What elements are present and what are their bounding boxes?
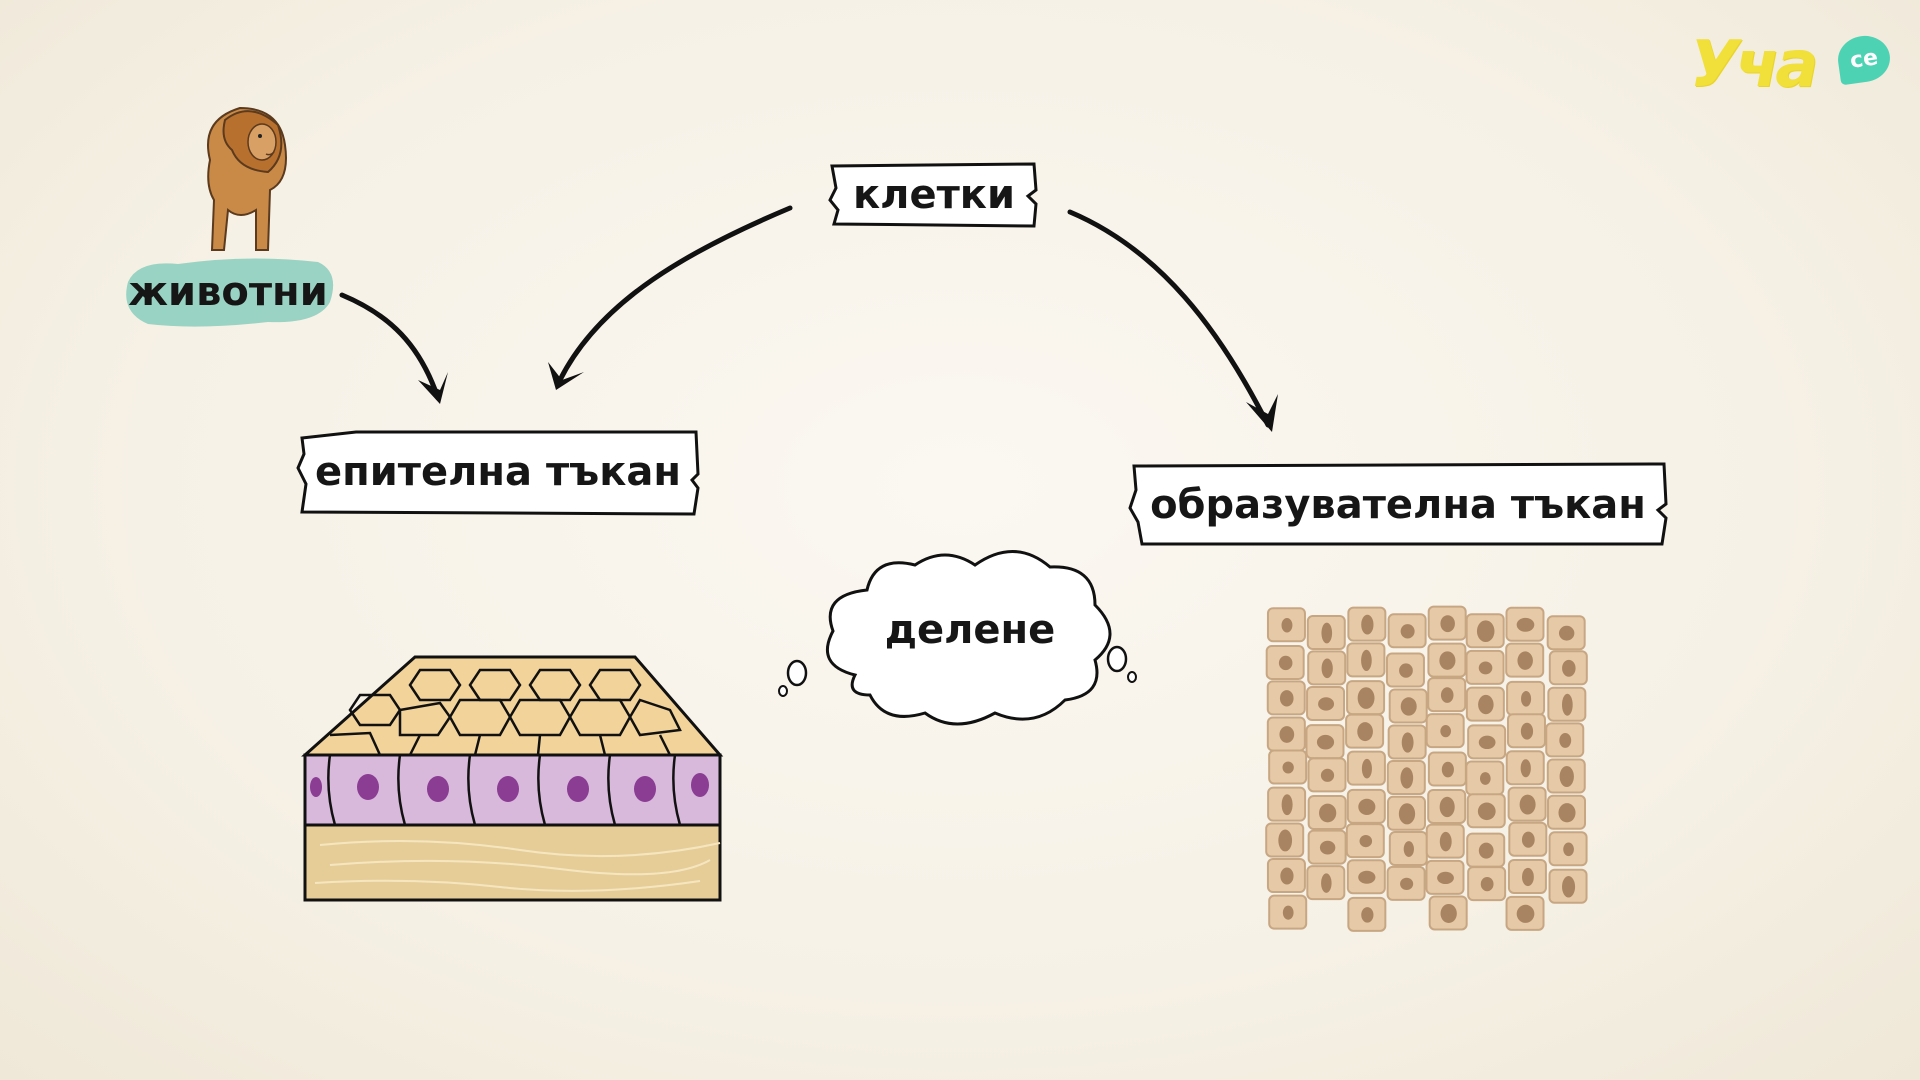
formative-nucleus xyxy=(1282,761,1294,774)
formative-nucleus xyxy=(1279,726,1295,743)
formative-nucleus xyxy=(1559,732,1572,748)
formative-nucleus xyxy=(1517,651,1533,670)
formative-nucleus xyxy=(1439,796,1455,818)
formative-nucleus xyxy=(1440,615,1455,633)
formative-nucleus xyxy=(1400,877,1414,891)
formative-nucleus xyxy=(1361,614,1374,635)
arrowhead-1 xyxy=(418,372,448,404)
formative-nucleus xyxy=(1478,694,1494,715)
epithelial-tissue-illustration xyxy=(301,655,724,902)
formative-tissue-illustration xyxy=(1265,605,1588,932)
formative-nucleus xyxy=(1522,867,1534,887)
logo-text: Уча xyxy=(1690,28,1818,102)
cells-text: клетки xyxy=(853,172,1015,218)
formative-nucleus xyxy=(1321,622,1333,644)
formative-nucleus xyxy=(1279,690,1294,707)
formative-nucleus xyxy=(1278,829,1293,852)
formative-nucleus xyxy=(1478,661,1493,675)
animals-text: животни xyxy=(128,269,328,315)
lion-icon xyxy=(207,106,287,251)
formative-nucleus xyxy=(1359,835,1373,848)
formative-nucleus xyxy=(1519,794,1536,815)
formative-nucleus xyxy=(1479,772,1491,785)
formative-nucleus xyxy=(1319,803,1337,823)
epithelial-label: епителна тъкан xyxy=(296,424,700,520)
formative-nucleus xyxy=(1480,876,1494,892)
formative-nucleus xyxy=(1521,691,1532,707)
formative-nucleus xyxy=(1558,803,1576,823)
arrowhead-2 xyxy=(548,362,584,390)
division-text: делене xyxy=(884,607,1056,653)
formative-nucleus xyxy=(1476,620,1495,643)
formative-nucleus xyxy=(1441,761,1454,778)
formative-nucleus xyxy=(1520,722,1534,740)
formative-nucleus xyxy=(1398,803,1416,825)
cells-label: клетки xyxy=(828,160,1040,230)
formative-nucleus xyxy=(1561,693,1573,716)
formative-nucleus xyxy=(1319,840,1336,855)
formative-nucleus xyxy=(1281,794,1293,816)
formative-nucleus xyxy=(1278,655,1293,671)
formative-nucleus xyxy=(1516,904,1535,923)
division-cloud: делене xyxy=(775,535,1145,735)
formative-nucleus xyxy=(1439,651,1456,670)
formative-nucleus xyxy=(1357,687,1375,709)
formative-nucleus xyxy=(1558,625,1575,641)
formative-nucleus xyxy=(1401,732,1414,753)
formative-nucleus xyxy=(1516,617,1535,632)
logo: Уча се xyxy=(1690,20,1900,110)
thought-cloud-icon xyxy=(778,550,1137,726)
arrow-cells-to-formative xyxy=(1067,209,1271,428)
arrow-cells-to-epithelial xyxy=(557,205,793,383)
highlight-blob xyxy=(126,258,334,327)
arrowhead-3 xyxy=(1246,394,1278,432)
formative-nucleus xyxy=(1400,624,1415,639)
epithelial-text: епителна тъкан xyxy=(315,449,681,495)
formative-nucleus xyxy=(1318,697,1335,711)
formative-nucleus xyxy=(1403,841,1414,858)
formative-nucleus xyxy=(1361,649,1372,672)
formative-nucleus xyxy=(1321,873,1332,893)
formative-nucleus xyxy=(1282,905,1294,920)
formative-nucleus xyxy=(1562,659,1576,677)
formative-nucleus xyxy=(1440,903,1457,924)
formative-label: образувателна тъкан xyxy=(1128,460,1668,550)
formative-nucleus xyxy=(1281,618,1293,633)
formative-nucleus xyxy=(1361,758,1372,779)
formative-nucleus xyxy=(1440,725,1452,738)
arrow-animals-to-epithelial xyxy=(339,292,441,401)
formative-nucleus xyxy=(1478,735,1496,750)
formative-nucleus xyxy=(1321,658,1333,679)
formative-nucleus xyxy=(1361,907,1374,923)
formative-nucleus xyxy=(1400,697,1417,716)
formative-nucleus xyxy=(1478,842,1494,859)
formative-nucleus xyxy=(1316,734,1335,750)
formative-nucleus xyxy=(1563,842,1574,857)
formative-nucleus xyxy=(1562,876,1576,898)
formative-nucleus xyxy=(1437,871,1454,885)
formative-nucleus xyxy=(1358,798,1376,815)
formative-nucleus xyxy=(1280,867,1294,885)
animals-label: животни xyxy=(118,252,338,332)
formative-nucleus xyxy=(1440,687,1454,703)
formative-nucleus xyxy=(1477,802,1496,821)
formative-nucleus xyxy=(1559,765,1574,788)
formative-nucleus xyxy=(1520,759,1531,778)
formative-nucleus xyxy=(1399,663,1413,678)
formative-text: образувателна тъкан xyxy=(1150,482,1646,528)
formative-nucleus xyxy=(1358,870,1376,884)
formative-nucleus xyxy=(1400,767,1414,789)
formative-nucleus xyxy=(1521,831,1535,848)
formative-nucleus xyxy=(1320,768,1335,782)
formative-nucleus xyxy=(1439,831,1452,852)
formative-nucleus xyxy=(1357,722,1373,742)
